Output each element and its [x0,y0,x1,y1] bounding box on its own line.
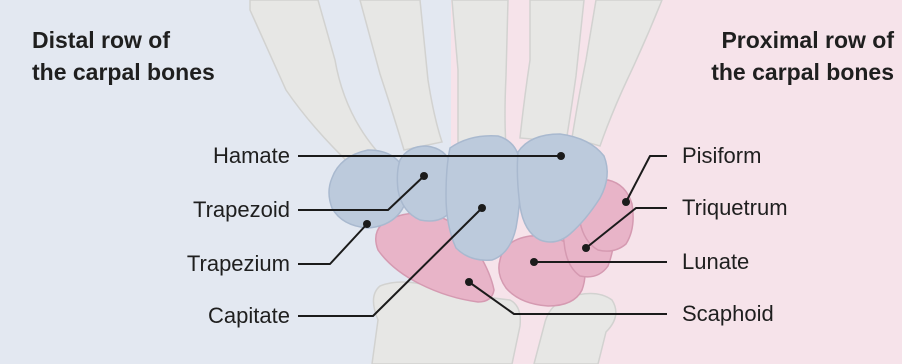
distal-row-heading: Distal row of the carpal bones [32,24,215,88]
proximal-row-heading: Proximal row of the carpal bones [711,24,894,88]
metacarpal-2 [360,0,442,150]
trapezoid-bone [397,146,453,221]
label-scaphoid: Scaphoid [682,301,774,327]
lunate-dot [530,258,538,266]
label-triquetrum: Triquetrum [682,195,788,221]
label-pisiform: Pisiform [682,143,761,169]
triquetrum-dot [582,244,590,252]
label-hamate: Hamate [213,143,290,169]
trapezium-bone [329,150,408,228]
trapezoid-dot [420,172,428,180]
metacarpal-bones [250,0,662,168]
pisiform-dot [622,198,630,206]
scaphoid-dot [465,278,473,286]
proximal-row-heading-line-1: Proximal row of [711,24,894,56]
capitate-bone [446,136,521,261]
label-lunate: Lunate [682,249,749,275]
hamate-dot [557,152,565,160]
label-trapezium: Trapezium [187,251,290,277]
distal-row-heading-line-1: Distal row of [32,24,215,56]
trapezium-leader [298,224,367,264]
proximal-row-heading-line-2: the carpal bones [711,56,894,88]
label-trapezoid: Trapezoid [193,197,290,223]
capitate-dot [478,204,486,212]
label-capitate: Capitate [208,303,290,329]
pisiform-leader [626,156,667,202]
trapezium-dot [363,220,371,228]
distal-row-heading-line-2: the carpal bones [32,56,215,88]
metacarpal-5 [572,0,662,146]
metacarpal-3 [452,0,508,148]
